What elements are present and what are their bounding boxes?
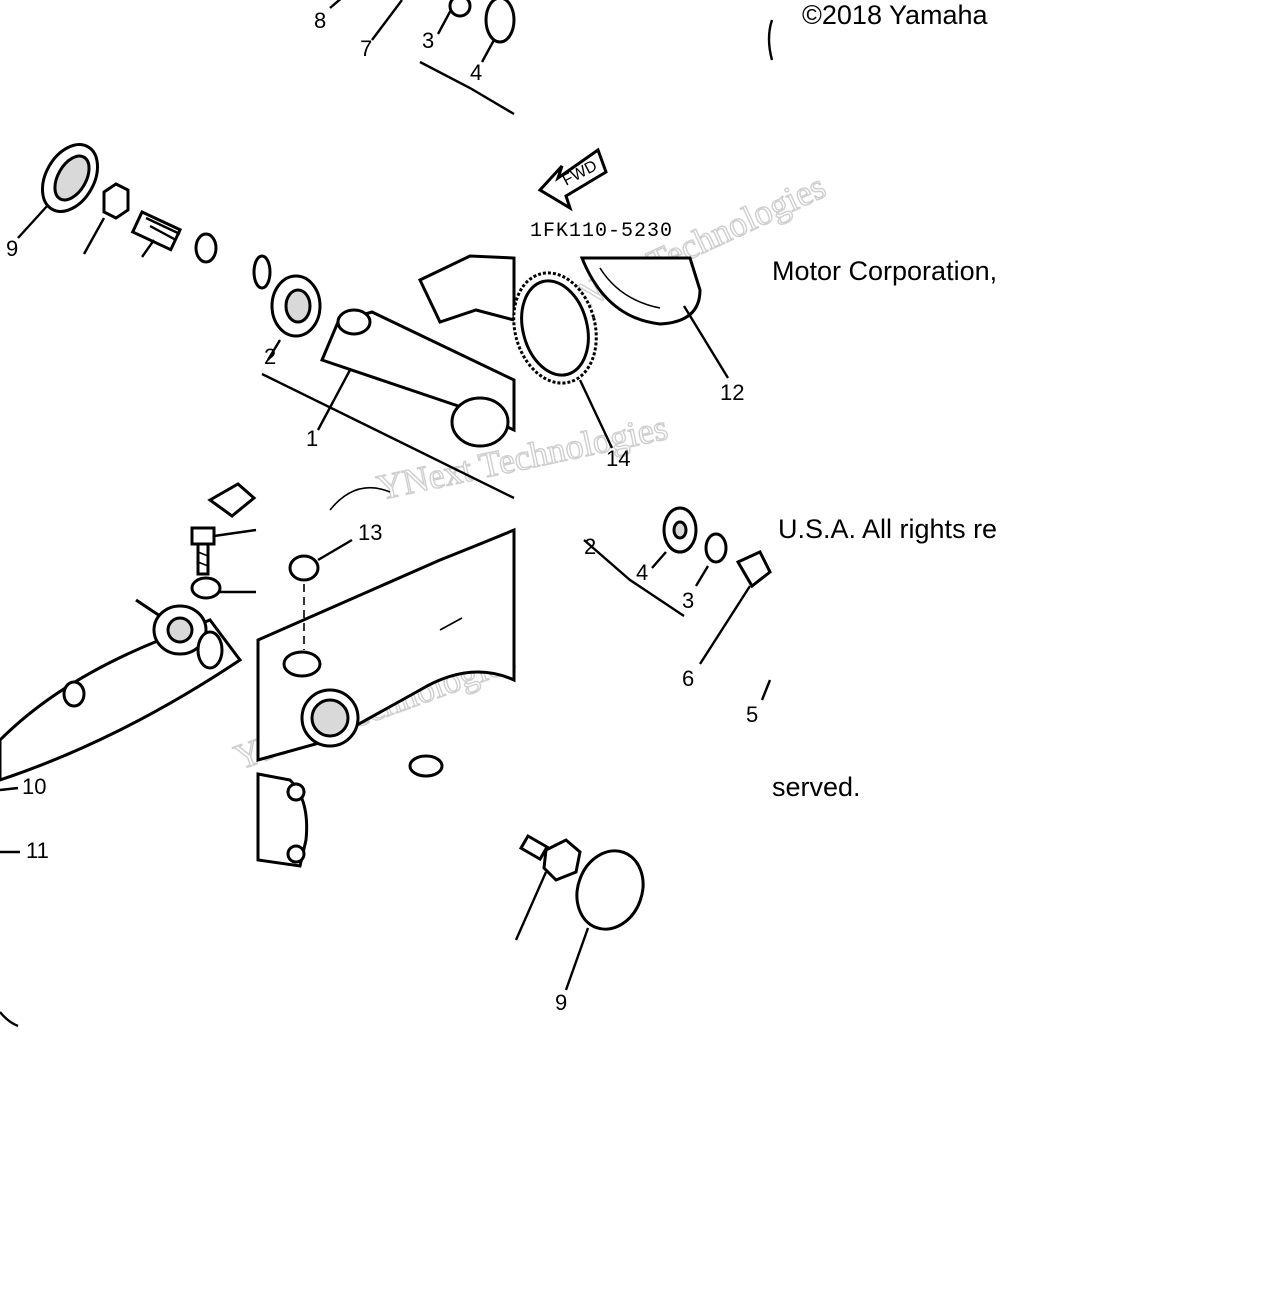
callout-13: 13: [358, 520, 382, 545]
edge-fragment: [0, 1011, 19, 1028]
callout-2b: 2: [584, 534, 596, 559]
copyright-line-1: ©2018 Yamaha: [802, 0, 989, 30]
cover-part-12: [579, 256, 730, 379]
callout-numbers: 8 7 3 4 9 2 1 12 14 13 2 4 3 6 5 10 11 9: [6, 8, 758, 1015]
edge-fragment: [767, 19, 774, 61]
swingarm-lower-left: [0, 482, 257, 782]
o-ring-part-14: [512, 271, 614, 449]
copyright-line-3: U.S.A. All rights re: [778, 514, 997, 544]
swingarm-end-lower: [256, 772, 309, 868]
callout-4b: 4: [636, 560, 648, 585]
callout-2: 2: [264, 344, 276, 369]
drain-bolt-cap: [514, 833, 645, 991]
callout-14: 14: [606, 446, 630, 471]
swingarm-lower-middle: [256, 527, 516, 778]
callout-12: 12: [720, 380, 744, 405]
callout-7: 7: [360, 36, 372, 61]
callout-10: 10: [22, 774, 46, 799]
nut-part: [82, 182, 130, 255]
copyright-notice: ©2018 Yamaha Motor Corporation, U.S.A. A…: [772, 0, 997, 802]
callout-3b: 3: [682, 588, 694, 613]
callout-9: 9: [6, 236, 18, 261]
callout-4: 4: [470, 60, 482, 85]
washer-part: [194, 232, 218, 264]
leader-lines-top: [329, 0, 516, 116]
copyright-line-4: served.: [772, 772, 861, 802]
swingarm-upper: [252, 254, 516, 511]
callout-5: 5: [746, 702, 758, 727]
callout-3: 3: [422, 28, 434, 53]
bolt-washer-set: [190, 526, 257, 600]
callout-11: 11: [26, 838, 49, 863]
callout-6: 6: [682, 666, 694, 691]
bearing-spacer-set: [583, 506, 772, 701]
leader-10: [0, 786, 19, 792]
oil-seal-part-9: [17, 143, 99, 239]
callout-8: 8: [314, 8, 326, 33]
callout-9b: 9: [555, 990, 567, 1015]
bolt-part: [130, 210, 183, 258]
copyright-line-2: Motor Corporation,: [772, 256, 997, 286]
diagram-code: 1FK110-5230: [530, 220, 673, 243]
callout-1: 1: [306, 426, 318, 451]
